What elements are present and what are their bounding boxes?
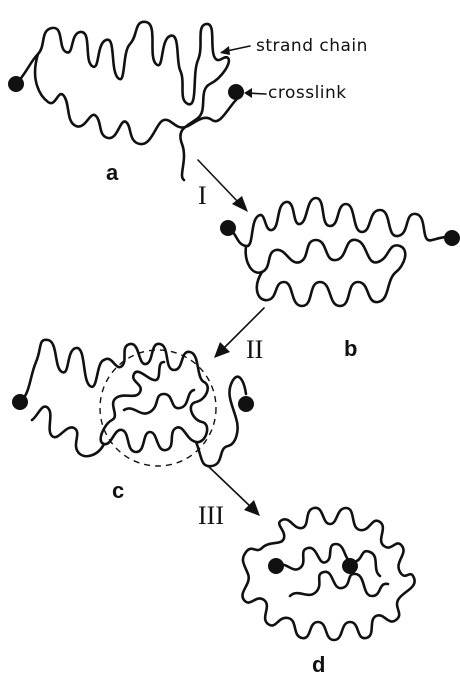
strand-chain-d-inner [276,544,388,596]
panel-label-d: d [312,652,325,677]
crosslink-dot [268,558,284,574]
panel-label-c: c [112,478,124,503]
strand-chain-c [22,340,104,400]
panel-c-chain: c [12,340,254,503]
crosslink-dot [12,394,28,410]
pointer-arrowhead [244,88,252,98]
pointer-arrowhead [220,46,230,55]
strand-chain-c-mid [124,390,194,414]
panel-a-chain: strand chain crosslink a [8,22,368,185]
crosslink-dot [238,396,254,412]
step-arrow-I: I [198,160,248,212]
crosslink-dot [8,76,24,92]
crosslink-dot [220,220,236,236]
crosslink-dot [228,84,244,100]
strand-chain-b-lower [257,272,396,306]
step-label-I: I [198,181,207,210]
crosslink-dot [444,230,460,246]
crosslink-label: crosslink [268,83,347,103]
panel-label-b: b [344,336,357,361]
step-arrow-II: II [214,308,264,364]
strand-chain-b [228,198,452,246]
panel-label-a: a [106,160,119,185]
step-label-III: III [198,501,224,530]
strand-chain-b-inner [246,240,406,273]
step-label-II: II [246,335,263,364]
strand-chain-a-lower [35,54,238,144]
step-arrow-III: III [198,466,260,530]
strand-chain-label: strand chain [256,36,368,56]
crosslink-dot [342,558,358,574]
panel-d-globule: d [242,508,414,677]
